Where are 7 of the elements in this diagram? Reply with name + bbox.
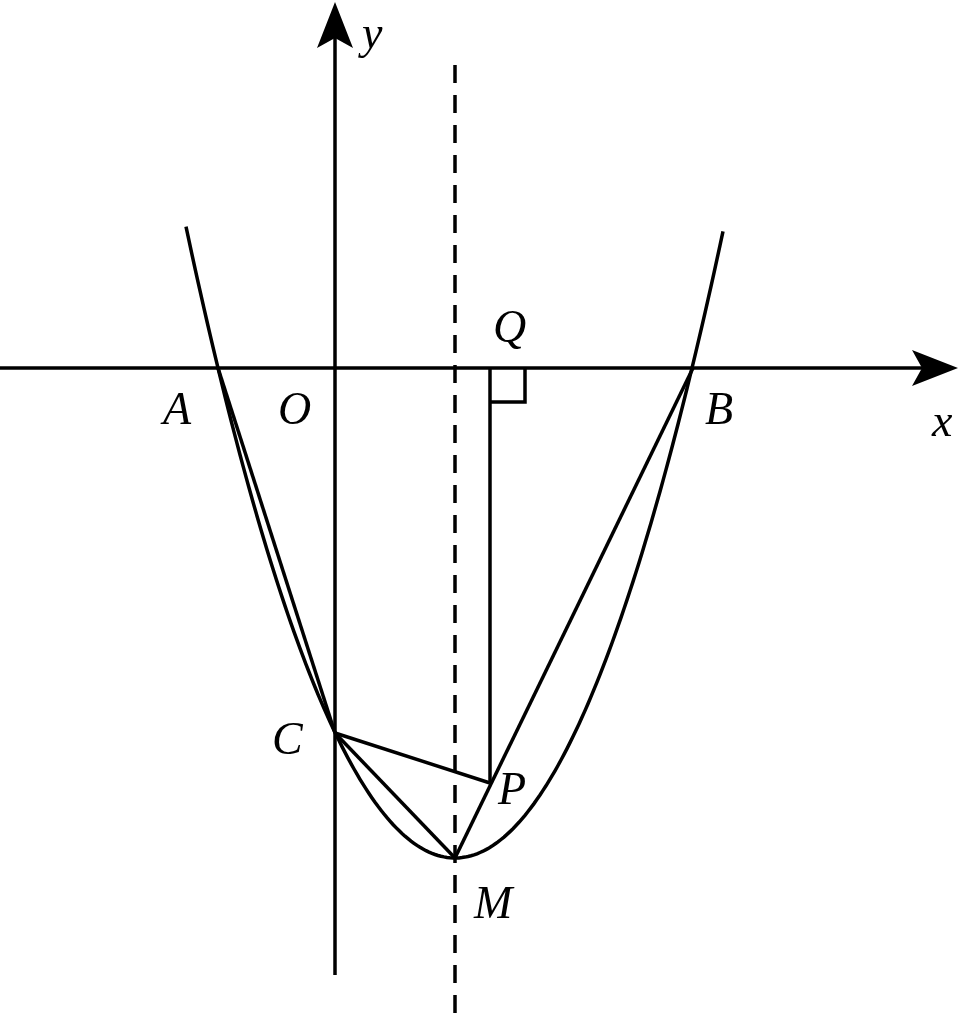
- point-label: O: [278, 386, 312, 432]
- point-label: P: [498, 766, 527, 812]
- point-label: M: [474, 880, 513, 926]
- point-label: Q: [493, 304, 527, 350]
- point-label: B: [705, 386, 734, 432]
- axis-label: x: [932, 398, 953, 444]
- point-label: C: [272, 716, 303, 762]
